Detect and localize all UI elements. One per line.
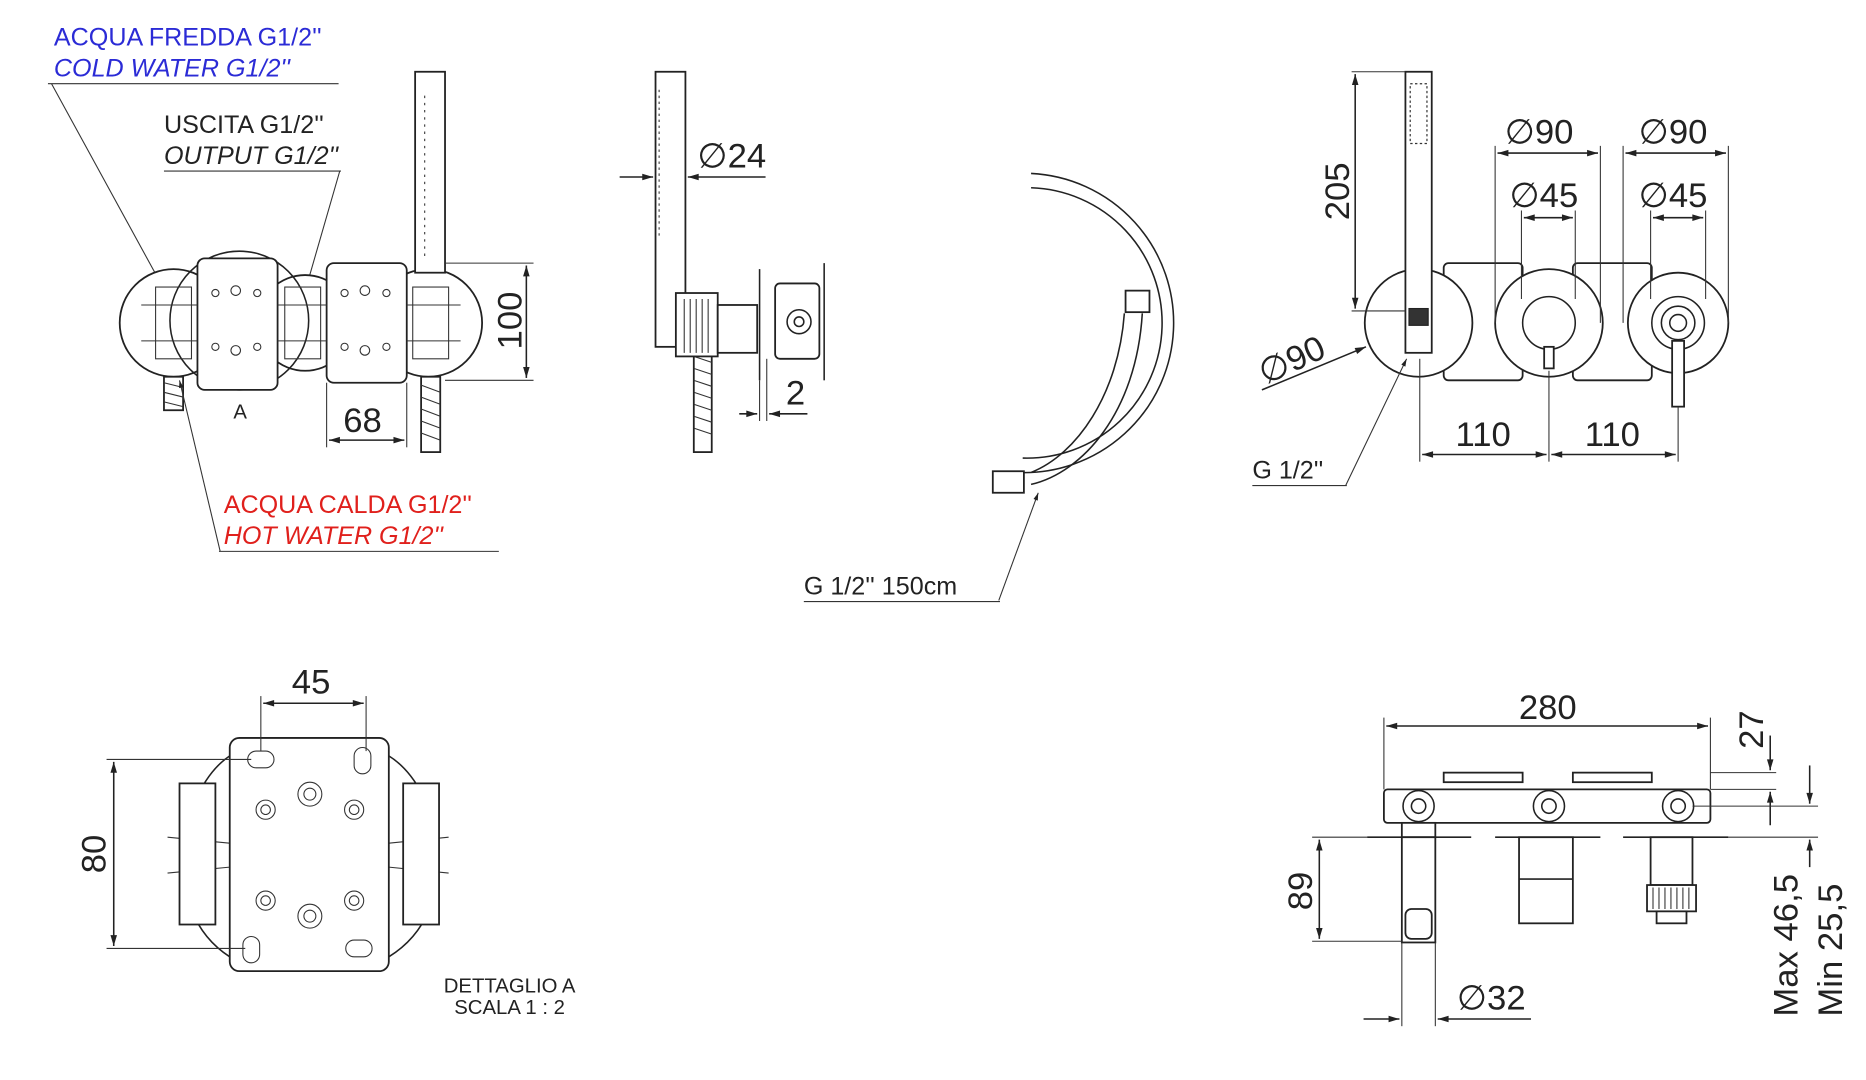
dim-spacing-110-right: 110 (1585, 416, 1640, 454)
dim-height-80: 80 (75, 835, 113, 874)
side-view: ∅24 2 (619, 70, 825, 453)
thread-label: G 1/2'' (1252, 456, 1323, 484)
dim-offset-2: 2 (786, 374, 805, 412)
dim-knob1-diameter: ∅45 (1509, 177, 1578, 215)
output-label-en: OUTPUT G1/2'' (164, 142, 339, 170)
detail-title: DETTAGLIO A (444, 976, 576, 998)
detail-a-view: 45 80 DETTAGLIO A SCALA 1 : 2 (75, 664, 576, 1020)
dim-depth-27: 27 (1733, 710, 1771, 749)
output-label-it: USCITA G1/2'' (164, 111, 324, 139)
dim-handle-height-205: 205 (1319, 162, 1357, 220)
dim-outlet-plate-diameter: ∅90 (1253, 329, 1331, 393)
installation-view: ACQUA FREDDA G1/2'' COLD WATER G1/2'' US… (47, 23, 534, 552)
dim-max: Max 46,5 (1768, 874, 1806, 1017)
detail-marker-a: A (233, 402, 247, 424)
dim-height-100: 100 (492, 292, 530, 350)
dim-width-45: 45 (292, 664, 331, 702)
dim-min: Min 25,5 (1812, 884, 1850, 1017)
dim-diameter-24: ∅24 (697, 137, 766, 175)
cold-water-label-en: COLD WATER G1/2'' (54, 55, 291, 83)
front-view: 205 ∅90 ∅90 ∅45 ∅45 ∅90 110 110 G 1/2'' (1252, 70, 1730, 487)
detail-scale: SCALA 1 : 2 (454, 997, 565, 1019)
dim-spout-89: 89 (1282, 872, 1320, 911)
dim-plate2-diameter: ∅90 (1639, 114, 1708, 152)
dim-spout-diameter: ∅32 (1457, 979, 1526, 1017)
dim-total-280: 280 (1519, 689, 1577, 727)
top-view: 280 27 Max 46,5 Min 25,5 89 ∅32 (1282, 689, 1850, 1027)
cold-water-label-it: ACQUA FREDDA G1/2'' (54, 23, 322, 51)
hose-view: G 1/2'' 150cm (803, 172, 1175, 603)
dim-width-68: 68 (343, 402, 382, 440)
dim-plate1-diameter: ∅90 (1505, 114, 1574, 152)
dim-knob2-diameter: ∅45 (1639, 177, 1708, 215)
hose-label: G 1/2'' 150cm (804, 572, 957, 600)
hot-water-label-en: HOT WATER G1/2'' (224, 522, 445, 550)
dim-spacing-110-left: 110 (1456, 416, 1511, 454)
hot-water-label-it: ACQUA CALDA G1/2'' (224, 491, 472, 519)
